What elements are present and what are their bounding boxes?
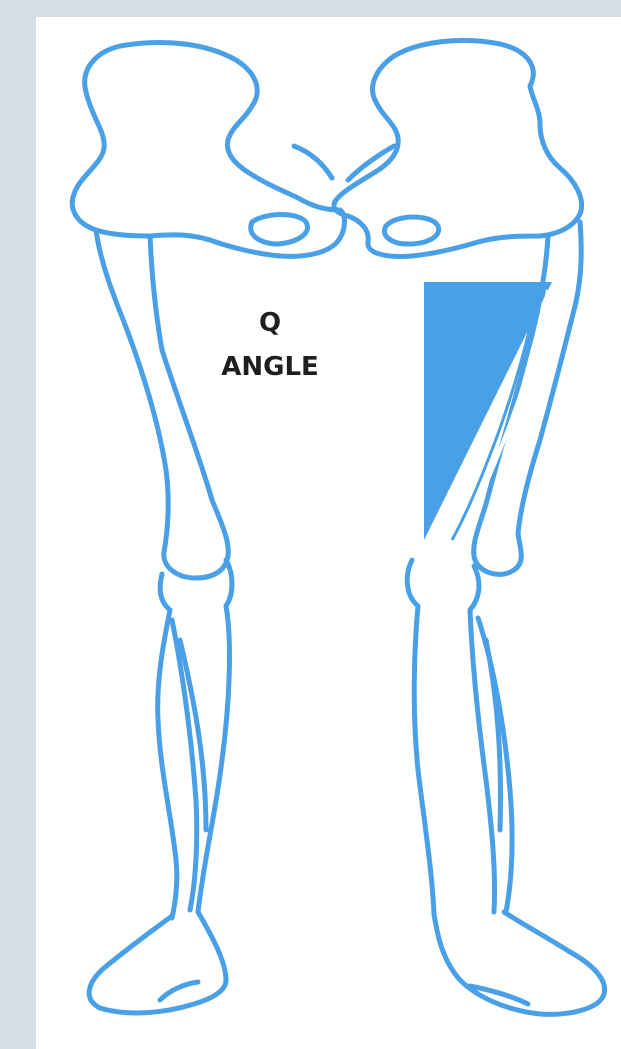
left-tibia-inner [198, 560, 232, 912]
right-tibia [407, 560, 434, 914]
left-fibula-inner [180, 640, 206, 830]
left-obturator-hole [251, 215, 308, 245]
left-foot-detail [160, 982, 198, 1000]
sacrum-left-stroke [294, 146, 332, 178]
right-obturator-hole [384, 217, 438, 244]
right-pelvis-bone [334, 40, 582, 256]
left-foot [89, 912, 226, 1013]
angle-label: ANGLE [200, 352, 340, 382]
q-label: Q [200, 308, 340, 338]
left-femur [96, 230, 228, 578]
right-tibia-inner [470, 566, 495, 912]
